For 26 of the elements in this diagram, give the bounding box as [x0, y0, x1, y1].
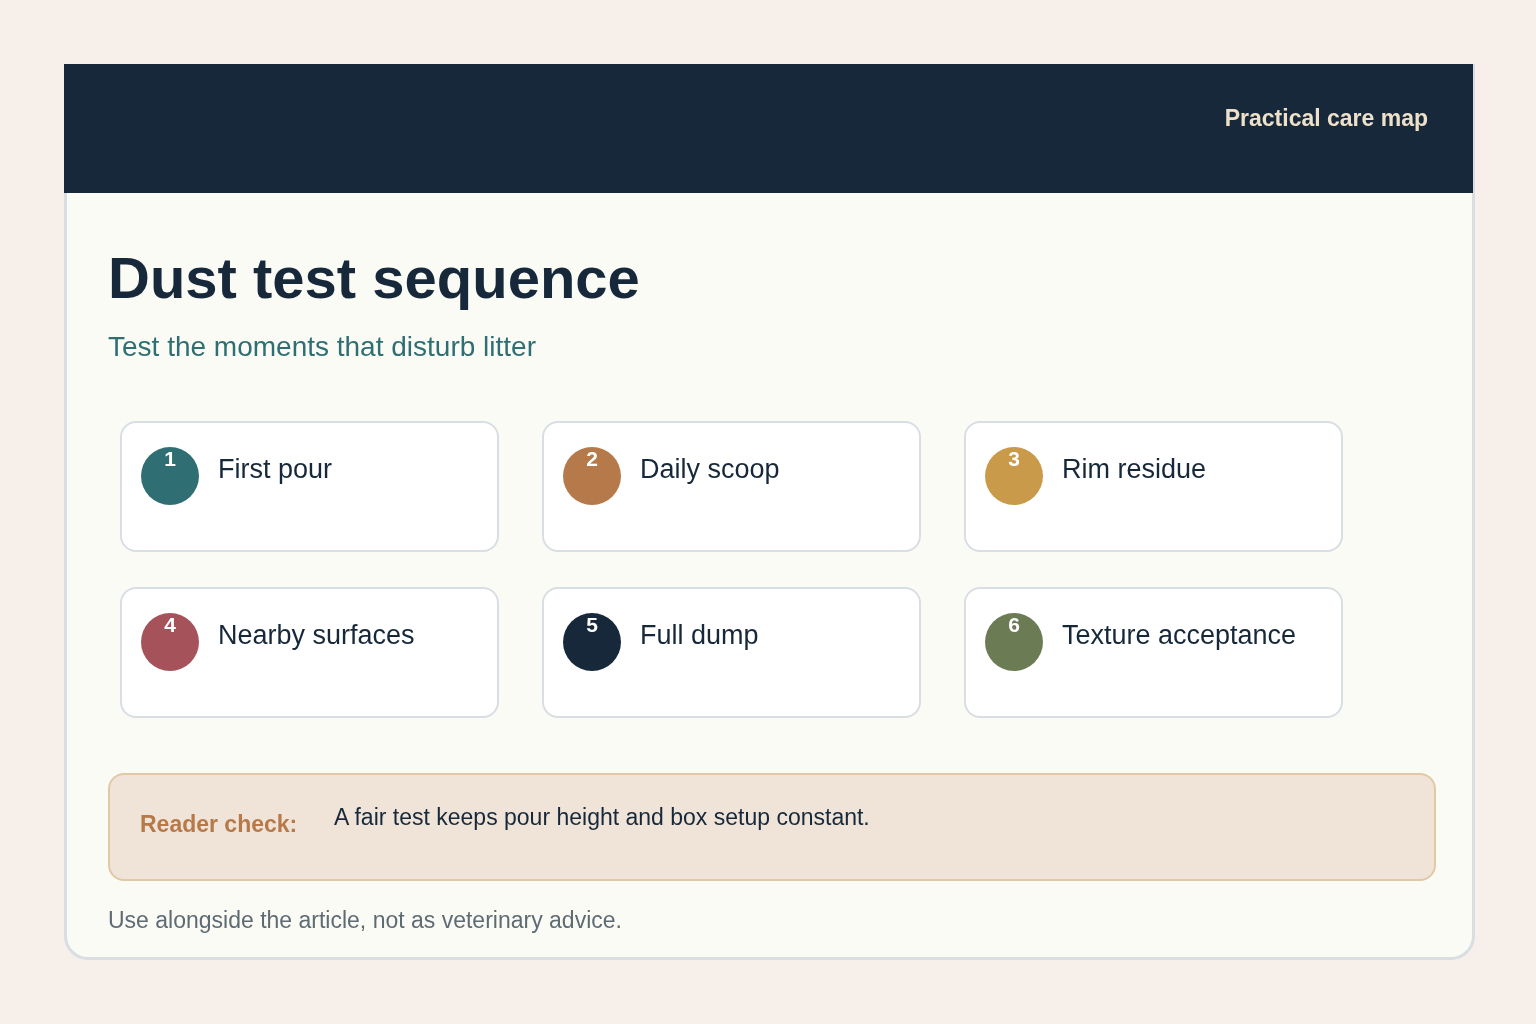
step-number-circle: 1: [141, 447, 199, 505]
step-label: Texture acceptance: [1062, 619, 1297, 651]
step-card: [964, 421, 1343, 552]
step-label: Full dump: [640, 619, 759, 651]
note-heading: Reader check:: [140, 810, 298, 838]
diagram-title: Dust test sequence: [108, 244, 640, 312]
step-number-circle: 5: [563, 613, 621, 671]
step-card: [120, 421, 499, 552]
step-number-circle: 6: [985, 613, 1043, 671]
step-card: [542, 587, 921, 718]
footnote: Use alongside the article, not as veterinary advice.: [108, 906, 622, 934]
step-card: [964, 587, 1343, 718]
header-tagline: Practical care map: [1224, 104, 1428, 132]
step-label: Nearby surfaces: [218, 619, 415, 651]
step-number-circle: 4: [141, 613, 199, 671]
step-label: First pour: [218, 453, 333, 485]
step-label: Daily scoop: [640, 453, 780, 485]
step-label: Rim residue: [1062, 453, 1207, 485]
step-number-circle: 3: [985, 447, 1043, 505]
step-card: [542, 421, 921, 552]
step-card: [120, 587, 499, 718]
note-text: A fair test keeps pour height and box setup constant.: [334, 803, 870, 831]
step-number-circle: 2: [563, 447, 621, 505]
subtitle: Test the moments that disturb litter: [108, 330, 536, 364]
header-bar: [64, 64, 1473, 193]
note-panel: [108, 773, 1436, 881]
